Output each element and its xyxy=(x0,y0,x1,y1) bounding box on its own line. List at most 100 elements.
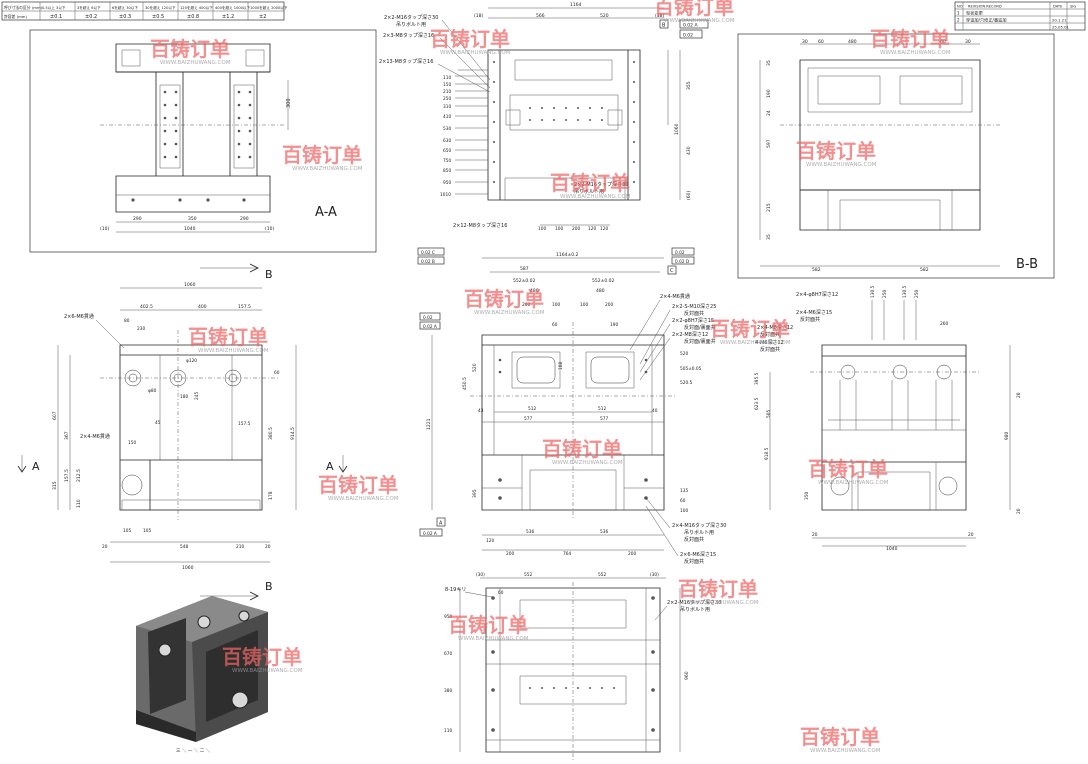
top-row-1: 150 xyxy=(443,82,451,88)
top-dim-r18: (18) xyxy=(655,13,664,19)
watermark-brand: 百铸订单 xyxy=(430,27,510,51)
front-dim-1221: 1221 xyxy=(426,418,432,430)
front-note-10: 2×6-M6深さ15 xyxy=(680,551,716,558)
watermark-brand: 百铸订单 xyxy=(542,437,622,461)
top-datum-plain: 0.02 xyxy=(683,33,693,39)
tol-header-2: 3を超え 6以下 xyxy=(77,5,101,10)
aa-dim-290a: 290 xyxy=(133,216,142,222)
tol-header-4: 30を超え 120以下 xyxy=(145,5,176,10)
bb-dim-215: 215 xyxy=(766,203,772,212)
front-dim-100a: 100 xyxy=(552,302,560,308)
front-dim-552b: 552±0.02 xyxy=(592,278,615,284)
front-dim-60r: 60 xyxy=(680,498,686,504)
left-dim-150: 150 xyxy=(128,440,136,446)
tol-value-3: ±0.5 xyxy=(152,14,164,20)
top-note-0: 2×2-M16タップ深さ30 xyxy=(384,14,438,21)
bb-dim-582b: 582 xyxy=(920,267,929,273)
tol-value-4: ±0.8 xyxy=(187,14,199,20)
left-dim-b105b: 105 xyxy=(143,528,151,534)
bb-dim-597: 597 xyxy=(766,139,772,148)
top-row-2: 210 xyxy=(443,89,451,95)
watermark-brand: 百铸订单 xyxy=(188,325,268,349)
top-row-10: 850 xyxy=(443,168,451,174)
side-note-0: 2×4-φ8H7深さ12 xyxy=(796,291,838,298)
top-row-3: 250 xyxy=(443,96,451,102)
top-row-9: 750 xyxy=(443,158,451,164)
rev-header-date: DATE xyxy=(1053,5,1063,9)
left-dim-b210: 210 xyxy=(236,544,244,550)
left-dim-b105a: 105 xyxy=(123,528,131,534)
front-dim-60m: 60 xyxy=(552,322,558,328)
left-dim-367: 367 xyxy=(64,431,70,440)
front-note-5: 2×2-M8深さ12 xyxy=(672,331,708,338)
tol-value-6: ±2 xyxy=(259,14,266,20)
front-datum-2: 0.02 xyxy=(675,250,685,256)
top-dim-b100b: 100 xyxy=(555,226,563,232)
front-dim-40: 40 xyxy=(652,408,658,414)
view-bottom: (30) 552 552 (30) 60 950 670 380 110 9 xyxy=(444,572,721,760)
bb-dim-24: 24 xyxy=(766,110,772,116)
front-dim-b200a: 200 xyxy=(506,551,514,557)
bb-dim-480: 480 xyxy=(848,39,857,45)
front-datum-5: 0.02 A xyxy=(423,324,437,330)
front-dim-450: 450.5 xyxy=(462,377,468,390)
left-note-0: 2×6-M6貫通 xyxy=(64,313,94,320)
front-dim-200a: 200 xyxy=(522,302,530,308)
top-row-5: 410 xyxy=(443,114,451,120)
watermark-brand: 百铸订单 xyxy=(796,139,876,163)
top-dim-566: 566 xyxy=(536,13,545,19)
tol-header-3: 6を超え 30以下 xyxy=(112,5,138,10)
front-datum-bottom: 0.02 A xyxy=(423,531,437,537)
top-row-7: 630 xyxy=(443,138,451,144)
front-dim-b200b: 200 xyxy=(628,551,636,557)
side-note-1: 2×4-M6深さ15 xyxy=(796,309,832,316)
bottom-dim-30a: (30) xyxy=(476,572,485,578)
watermark-url: WWW.BAIZHUWANG.COM xyxy=(818,480,889,486)
front-dim-577b: 577 xyxy=(600,416,608,422)
top-dim-60: (60) xyxy=(686,191,692,200)
top-dim-l18: (18) xyxy=(474,13,483,19)
bb-dim-35b: 35 xyxy=(766,234,772,240)
rev-row1-record: 型状変更 xyxy=(966,10,984,17)
top-dim-355: 355 xyxy=(686,81,692,90)
bottom-dim-110: 110 xyxy=(444,728,452,734)
bb-dim-35a: 35 xyxy=(766,60,772,66)
bb-dim-30a: 30 xyxy=(802,39,808,45)
top-note-6: 吊りボルト用 xyxy=(574,188,604,195)
watermark-brand: 百铸订单 xyxy=(710,317,790,341)
tol-header-1: 0.5以上 3以下 xyxy=(42,5,66,10)
watermark-url: WWW.BAIZHUWANG.COM xyxy=(810,748,881,754)
watermark-url: WWW.BAIZHUWANG.COM xyxy=(806,162,877,168)
watermark-brand: 百铸订单 xyxy=(150,37,230,61)
aa-dim-290b: 290 xyxy=(240,216,249,222)
front-dim-577a: 577 xyxy=(524,416,532,422)
front-dim-b764: 764 xyxy=(563,551,571,557)
iso-render: 三 ＼ 一 ＼ 二 ＼ xyxy=(136,596,268,754)
side-note-5: 4-M6深さ12 xyxy=(755,339,784,346)
left-dim-b1060: 1060 xyxy=(182,565,194,571)
watermark-url: WWW.BAIZHUWANG.COM xyxy=(458,636,529,642)
watermark-brand: 百铸订单 xyxy=(678,577,758,601)
bb-dim-60a: 60 xyxy=(818,39,824,45)
left-dim-b20b: 20 xyxy=(265,544,271,550)
side-dim-b1040: 1040 xyxy=(886,546,898,552)
side-note-3: 反対面共 xyxy=(760,331,780,338)
tol-header-0: 呼び寸法の区分 (mm) xyxy=(4,5,43,10)
left-dim-60: 60 xyxy=(274,370,280,376)
aa-dim-l10: (10) xyxy=(100,226,109,232)
left-dim-400: 400 xyxy=(198,304,207,310)
front-datum-a-box: A xyxy=(439,521,443,527)
tol-value-1: ±0.2 xyxy=(85,14,97,20)
rev-row1-no: 1 xyxy=(957,11,960,16)
rev-row3-date: 25.05.01 xyxy=(1052,25,1069,30)
view-side: 2×4-φ8H7深さ12 2×4-M6深さ15 2×4-M8深さ12 反対面共 … xyxy=(754,285,1022,552)
view-left: 1060 402.5 400 157.5 80 230 2×6-M6貫通 2×4… xyxy=(52,282,297,571)
front-dim-480a: 480 xyxy=(530,288,539,294)
bottom-dim-30b: (30) xyxy=(650,572,659,578)
watermark-brand: 百铸订单 xyxy=(282,143,362,167)
top-note-1: 吊りボルト用 xyxy=(396,21,426,28)
side-dim-395: 395.5 xyxy=(754,372,760,385)
top-datum-b: B xyxy=(662,23,666,29)
